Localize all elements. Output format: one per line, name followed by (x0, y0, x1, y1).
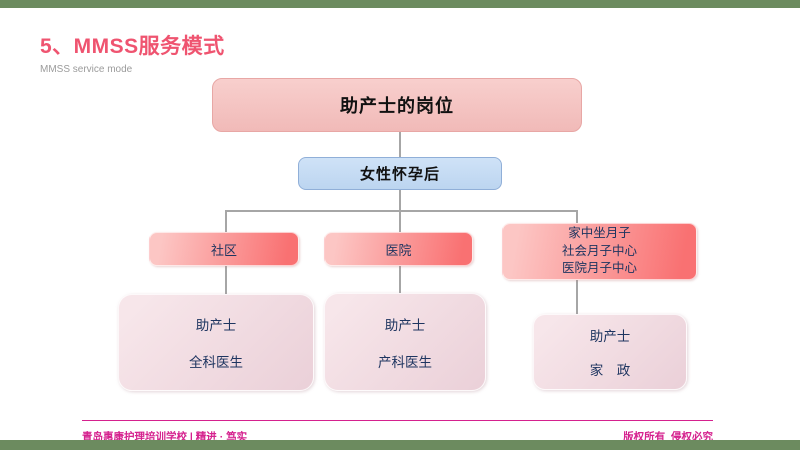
leaf-home-line-2: 家 政 (589, 363, 631, 378)
connector-root-to-stage (399, 132, 401, 157)
branch-postpartum-line-2: 社会月子中心 (561, 243, 637, 258)
branch-postpartum-line-1: 家中坐月子 (568, 226, 631, 241)
stage-node-label: 女性怀孕后 (359, 166, 440, 183)
slide-subtitle: MMSS service mode (40, 64, 133, 75)
branch-node-postpartum: 家中坐月子 社会月子中心 医院月子中心 (502, 223, 697, 280)
branch-node-community: 社区 (149, 232, 299, 266)
branch-hospital-label: 医院 (385, 242, 412, 258)
connector-leaf-hospital (399, 266, 401, 294)
stage-node-after-pregnancy: 女性怀孕后 (298, 157, 502, 190)
root-node-label: 助产士的岗位 (340, 96, 454, 116)
connector-rail (225, 210, 578, 212)
leaf-node-home-staff: 助产士 家 政 (533, 314, 687, 390)
bottom-border-bar (0, 440, 800, 450)
connector-leaf-home (576, 280, 578, 315)
connector-stage-to-rail (399, 189, 401, 210)
branch-node-hospital: 医院 (324, 232, 473, 266)
leaf-hospital-line-2: 产科医生 (378, 354, 432, 370)
branch-postpartum-line-3: 医院月子中心 (561, 261, 637, 276)
connector-drop-hospital (399, 210, 401, 234)
leaf-home-line-1: 助产士 (589, 329, 631, 344)
connector-drop-postpartum (576, 210, 578, 224)
connector-drop-community (225, 210, 227, 234)
leaf-community-line-2: 全科医生 (189, 355, 243, 370)
slide-title: 5、MMSS服务模式 (40, 35, 225, 58)
leaf-community-line-1: 助产士 (195, 318, 237, 333)
leaf-node-hospital-staff: 助产士 产科医生 (324, 293, 486, 391)
top-border-bar (0, 0, 800, 8)
connector-leaf-community (225, 266, 227, 295)
footer-divider-line (82, 420, 713, 421)
root-node-midwife-positions: 助产士的岗位 (212, 78, 582, 132)
branch-community-label: 社区 (210, 242, 237, 258)
leaf-node-community-staff: 助产士 全科医生 (118, 294, 314, 391)
leaf-hospital-line-1: 助产士 (384, 317, 426, 333)
